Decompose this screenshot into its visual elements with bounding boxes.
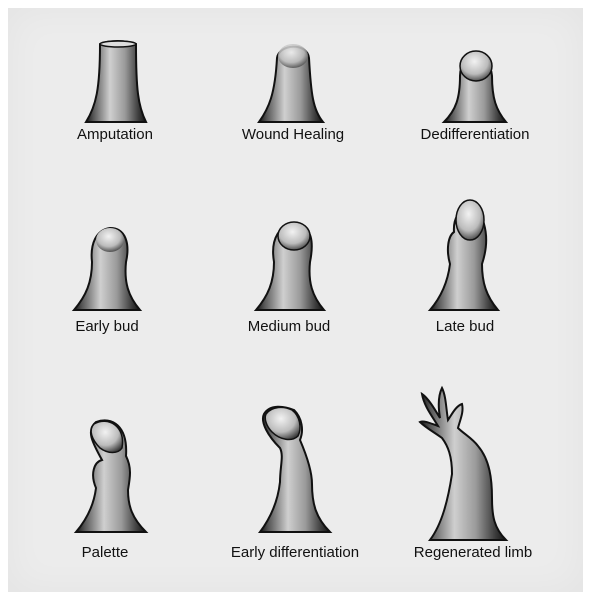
stage-label-regenerated-limb: Regenerated limb bbox=[378, 544, 568, 561]
amputation-drawing bbox=[80, 34, 150, 124]
stage-label-dedifferentiation: Dedifferentiation bbox=[380, 126, 570, 143]
medium-bud-drawing bbox=[252, 212, 328, 312]
palette-drawing bbox=[72, 412, 150, 534]
late-bud-drawing bbox=[426, 194, 502, 312]
wound-healing-drawing bbox=[255, 38, 327, 124]
stage-label-medium-bud: Medium bud bbox=[194, 318, 384, 335]
stage-label-early-bud: Early bud bbox=[12, 318, 202, 335]
stage-label-late-bud: Late bud bbox=[370, 318, 560, 335]
regeneration-figure: Amputation Wound Healing Dedifferentiati… bbox=[8, 8, 583, 592]
stage-label-wound-healing: Wound Healing bbox=[198, 126, 388, 143]
stage-label-amputation: Amputation bbox=[20, 126, 210, 143]
stage-label-early-differentiation: Early differentiation bbox=[200, 544, 390, 561]
regenerated-limb-drawing bbox=[412, 376, 512, 542]
stage-label-palette: Palette bbox=[10, 544, 200, 561]
dedifferentiation-drawing bbox=[440, 42, 510, 124]
early-bud-drawing bbox=[70, 216, 144, 312]
early-differentiation-drawing bbox=[254, 400, 334, 534]
